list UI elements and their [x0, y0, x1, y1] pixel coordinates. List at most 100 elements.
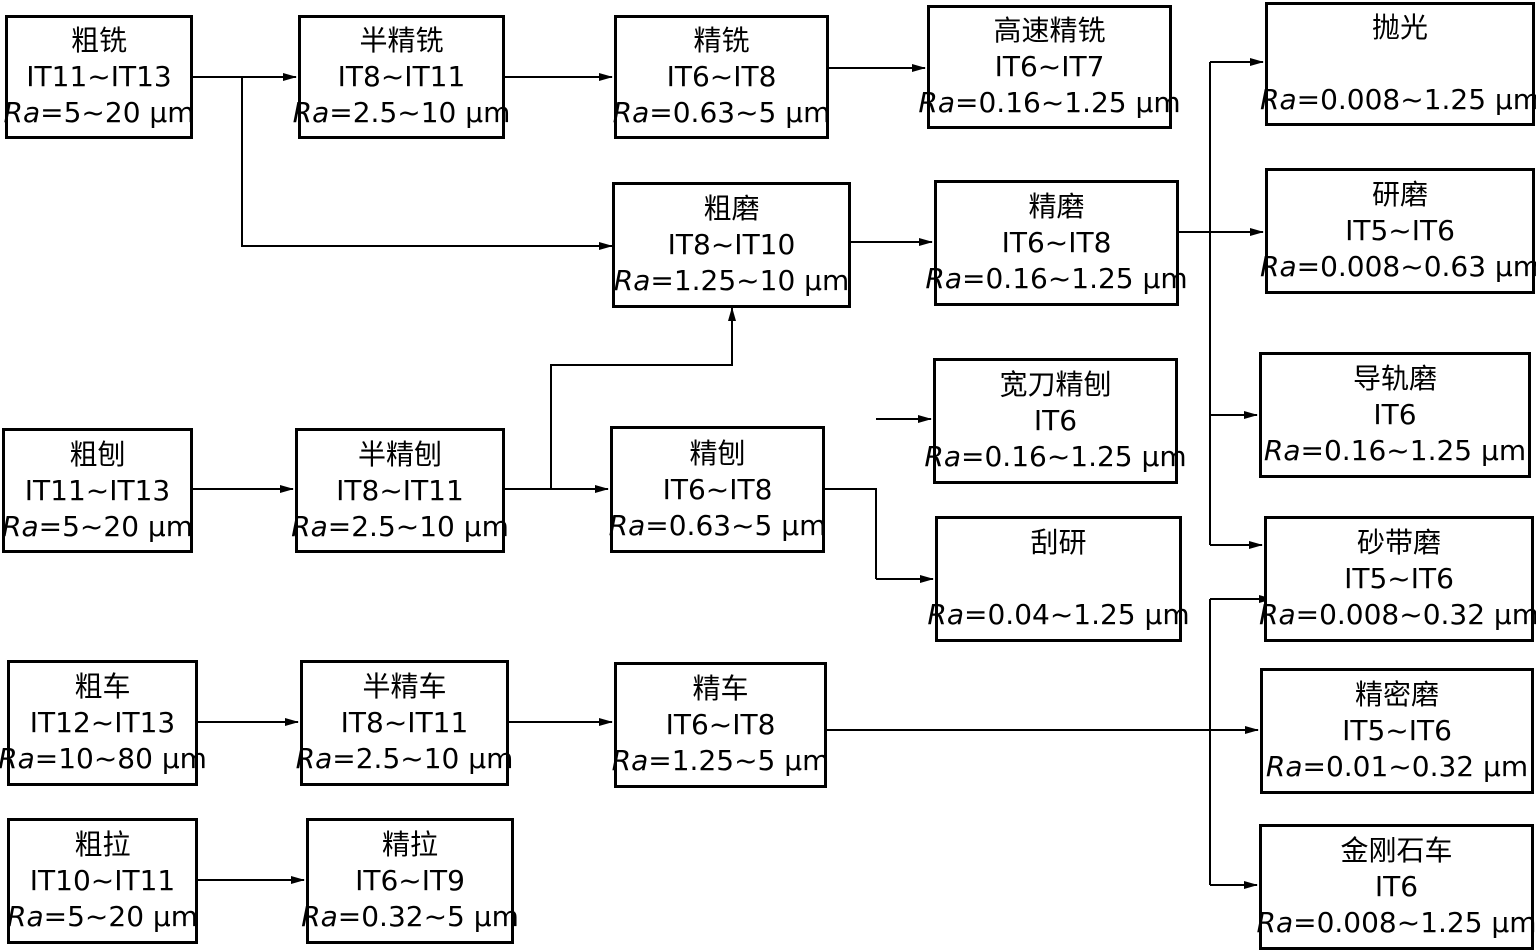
ra-value: =2.5~10 μm — [329, 96, 511, 129]
ra-symbol: Ra — [1265, 750, 1303, 783]
ra-symbol: Ra — [918, 86, 956, 119]
ra-value: =5~20 μm — [38, 509, 193, 543]
roughness: Ra=1.25~10 μm — [614, 263, 850, 299]
roughness: Ra=5~20 μm — [4, 95, 195, 131]
edge-semi-plane-to-rough-grind — [550, 307, 736, 489]
process-name: 砂带磨 — [1356, 526, 1441, 559]
ra-value: =2.5~10 μm — [332, 742, 514, 775]
it-grade: IT6~IT8 — [1001, 226, 1112, 259]
node-lapping: 研磨 IT5~IT6 Ra=0.008~0.63 μm — [1260, 168, 1536, 294]
it-grade: IT8~IT11 — [340, 706, 469, 739]
process-name: 精刨 — [689, 436, 746, 470]
ra-value: =0.63~5 μm — [649, 96, 831, 129]
ra-symbol: Ra — [291, 509, 328, 543]
node-polishing: 抛光 Ra=0.008~1.25 μm — [1260, 2, 1536, 126]
process-name: 刮研 — [1030, 526, 1087, 559]
roughness: Ra=0.63~5 μm — [613, 95, 831, 131]
process-name: 宽刀精刨 — [999, 368, 1112, 401]
ra-symbol: Ra — [1258, 598, 1296, 631]
node-finish-broaching: 精拉 IT6~IT9 Ra=0.32~5 μm — [301, 818, 519, 944]
it-grade: IT11~IT13 — [24, 473, 171, 507]
roughness: Ra=0.16~1.25 μm — [918, 85, 1180, 121]
roughness: Ra=1.25~5 μm — [612, 743, 830, 779]
ra-symbol: Ra — [7, 900, 44, 933]
ra-value: =0.16~1.25 μm — [955, 86, 1181, 119]
it-grade: IT11~IT13 — [26, 60, 172, 93]
ra-symbol: Ra — [295, 742, 333, 775]
ra-symbol: Ra — [924, 440, 962, 473]
it-grade: IT6 — [1373, 398, 1417, 431]
node-diamond-turning: 金刚石车 IT6 Ra=0.008~1.25 μm — [1256, 824, 1536, 950]
process-name: 半精车 — [362, 670, 447, 703]
node-finish-turning: 精车 IT6~IT8 Ra=1.25~5 μm — [612, 662, 830, 788]
it-grade: IT12~IT13 — [29, 706, 176, 739]
ra-symbol: Ra — [925, 262, 963, 295]
ra-value: =5~20 μm — [43, 900, 198, 933]
node-precision-grinding: 精密磨 IT5~IT6 Ra=0.01~0.32 μm — [1260, 668, 1534, 794]
ra-value: =0.16~1.25 μm — [1300, 434, 1527, 467]
it-grade: IT6~IT8 — [665, 708, 776, 741]
ra-symbol: Ra — [3, 96, 41, 129]
it-grade: IT6~IT7 — [994, 50, 1105, 83]
node-rough-milling: 粗铣 IT11~IT13 Ra=5~20 μm — [4, 15, 195, 139]
process-name: 精密磨 — [1354, 678, 1439, 711]
ra-value: =0.16~1.25 μm — [961, 440, 1187, 473]
roughness: Ra=0.04~1.25 μm — [927, 597, 1189, 633]
process-name: 粗刨 — [69, 437, 126, 471]
roughness: Ra=0.16~1.25 μm — [924, 439, 1186, 475]
roughness: Ra=10~80 μm — [0, 741, 207, 777]
ra-symbol: Ra — [292, 96, 330, 129]
node-rough-planing: 粗刨 IT11~IT13 Ra=5~20 μm — [2, 428, 193, 553]
it-grade: IT8~IT11 — [337, 60, 466, 93]
roughness: Ra=2.5~10 μm — [293, 95, 511, 131]
ra-symbol: Ra — [1263, 434, 1301, 467]
ra-symbol: Ra — [2, 509, 39, 543]
ra-symbol: Ra — [927, 598, 965, 631]
roughness: Ra=2.5~10 μm — [296, 741, 514, 777]
node-semi-finish-milling: 半精铣 IT8~IT11 Ra=2.5~10 μm — [293, 15, 510, 139]
process-name: 精磨 — [1028, 190, 1085, 223]
node-guide-rail-grinding: 导轨磨 IT6 Ra=0.16~1.25 μm — [1259, 352, 1531, 478]
node-rough-broaching: 粗拉 IT10~IT11 Ra=5~20 μm — [7, 818, 198, 944]
edge-fine-plane-branch — [825, 488, 877, 579]
ra-symbol: Ra — [1259, 250, 1297, 283]
node-belt-grinding: 砂带磨 IT5~IT6 Ra=0.008~0.32 μm — [1259, 516, 1536, 642]
it-grade: IT6~IT8 — [666, 60, 777, 93]
ra-symbol: Ra — [1256, 906, 1294, 939]
it-grade: IT10~IT11 — [29, 864, 176, 897]
ra-value: =0.008~1.25 μm — [1293, 906, 1536, 939]
node-finish-grinding: 精磨 IT6~IT8 Ra=0.16~1.25 μm — [925, 180, 1188, 306]
ra-value: =10~80 μm — [34, 742, 207, 775]
roughness: Ra=0.32~5 μm — [301, 899, 519, 935]
process-name: 精拉 — [381, 828, 438, 861]
process-name: 高速精铣 — [993, 14, 1106, 47]
roughness: Ra=0.008~1.25 μm — [1256, 905, 1536, 941]
ra-value: =1.25~5 μm — [648, 744, 830, 777]
roughness: Ra=0.008~0.63 μm — [1260, 249, 1536, 285]
process-name: 粗拉 — [74, 828, 131, 861]
process-name: 金刚石车 — [1340, 834, 1453, 867]
roughness: Ra=5~20 μm — [7, 899, 198, 935]
process-name: 半精刨 — [357, 437, 442, 471]
ra-value: =2.5~10 μm — [327, 509, 509, 543]
ra-value: =0.16~1.25 μm — [962, 262, 1188, 295]
edge-rough-mill-to-rough-grind — [241, 77, 613, 250]
ra-value: =0.32~5 μm — [337, 900, 519, 933]
ra-value: =1.25~10 μm — [650, 264, 850, 297]
ra-value: =0.04~1.25 μm — [964, 598, 1190, 631]
ra-symbol: Ra — [608, 508, 646, 542]
roughness: Ra=0.008~1.25 μm — [1260, 82, 1536, 118]
ra-symbol: Ra — [611, 744, 649, 777]
ra-value: =0.63~5 μm — [645, 508, 827, 542]
process-name: 研磨 — [1371, 178, 1428, 211]
it-grade: IT6 — [1033, 404, 1078, 437]
process-name: 精铣 — [693, 24, 750, 57]
ra-symbol: Ra — [1259, 83, 1297, 116]
ra-value: =5~20 μm — [40, 96, 195, 129]
it-grade: IT5~IT6 — [1345, 214, 1455, 247]
it-grade: IT6 — [1374, 870, 1419, 903]
ra-symbol: Ra — [613, 264, 651, 297]
it-grade: IT6~IT8 — [662, 472, 773, 506]
ra-value: =0.008~1.25 μm — [1296, 83, 1536, 116]
